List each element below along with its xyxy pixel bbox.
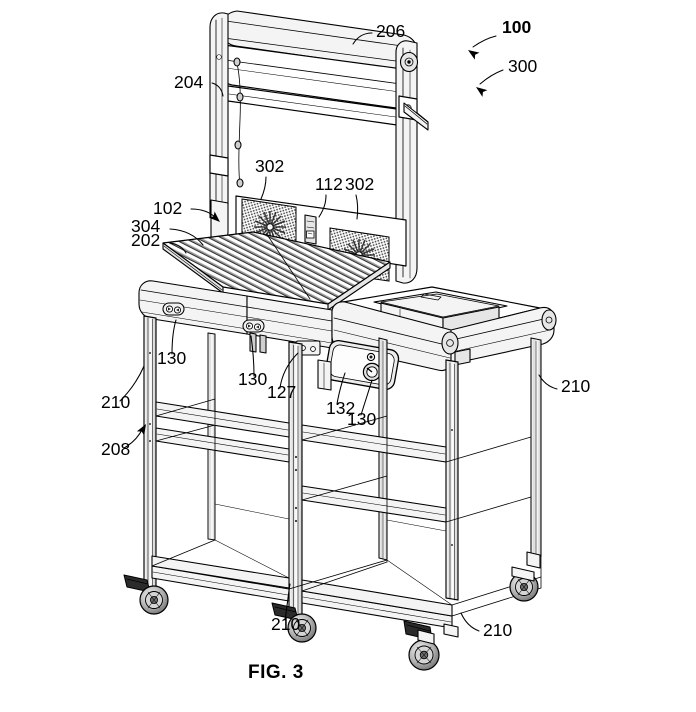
rail-corner-knuckle <box>541 309 557 331</box>
leader-line <box>352 32 373 45</box>
shelf-rail-upper-right <box>301 424 447 463</box>
callout-210: 210 <box>101 365 145 412</box>
caster-center-front <box>271 602 317 643</box>
rail-corner-knuckle <box>441 331 459 355</box>
grill-body <box>138 280 341 354</box>
callout-100: 100 <box>468 17 531 60</box>
reference-numeral: 204 <box>174 72 203 92</box>
reference-numeral: 132 <box>326 398 355 418</box>
callout-204: 204 <box>174 72 224 97</box>
leader-line <box>472 35 497 48</box>
fan-blades-left <box>254 211 286 243</box>
reference-numeral: 127 <box>267 382 296 402</box>
callout-304: 304 <box>131 216 204 246</box>
leader-line <box>260 176 267 200</box>
leader-line <box>171 319 177 355</box>
reference-numeral: 302 <box>255 156 284 176</box>
leader-line <box>538 374 558 390</box>
leader-line <box>336 372 346 405</box>
callout-130: 130 <box>347 379 376 429</box>
figure-caption: FIG. 3 <box>248 662 304 683</box>
leader-line <box>355 194 359 220</box>
callout-206: 206 <box>352 21 405 45</box>
frame-upright-right-front <box>445 359 459 601</box>
leader-line <box>279 352 299 389</box>
reference-numeral: 130 <box>347 409 376 429</box>
leader-line <box>119 365 145 402</box>
leader-line <box>169 228 204 246</box>
reference-numeral: 130 <box>238 369 267 389</box>
reference-numeral: 302 <box>345 174 374 194</box>
callout-127: 127 <box>267 352 299 402</box>
reference-numeral: 210 <box>483 620 512 640</box>
latch-fitting <box>162 302 185 316</box>
leader-line <box>460 612 480 632</box>
reference-numeral: 210 <box>101 392 130 412</box>
callout-302: 302 <box>345 174 374 220</box>
leader-arrowhead <box>468 50 480 60</box>
wire-clip <box>233 57 244 188</box>
callout-102: 102 <box>153 198 220 222</box>
leader-arrowhead <box>136 424 146 436</box>
reference-numeral: 130 <box>157 348 186 368</box>
caster-right-front <box>403 620 459 671</box>
leader-line <box>250 335 255 377</box>
hood-wire-harness <box>235 58 241 187</box>
control-panel-bracket <box>317 359 332 391</box>
leader-arrowhead <box>476 87 488 97</box>
side-table-assembly <box>331 286 557 372</box>
reference-numeral: 102 <box>153 198 182 218</box>
caster-left-front <box>123 574 169 615</box>
callout-130: 130 <box>238 335 267 389</box>
caster-assembly <box>123 551 541 671</box>
leader-line <box>479 69 504 85</box>
leader-line <box>318 194 327 218</box>
leader-arrowhead <box>209 211 220 222</box>
reference-numeral: 206 <box>376 21 405 41</box>
callout-132: 132 <box>326 372 355 418</box>
reference-numeral: 210 <box>561 376 590 396</box>
reference-numeral: 304 <box>131 216 160 236</box>
reference-numeral: 202 <box>131 230 160 250</box>
frame-upright-left-front <box>143 315 157 593</box>
hood-assembly <box>209 10 429 284</box>
shelf-rail-lower-left <box>155 427 290 463</box>
sensor-module <box>304 214 317 245</box>
cooking-grate-assembly <box>162 231 391 311</box>
callout-130: 130 <box>157 319 186 368</box>
callout-210: 210 <box>271 583 300 634</box>
cart-frame <box>143 315 542 629</box>
callout-302: 302 <box>255 156 284 200</box>
hood-left-arm <box>209 12 229 219</box>
reference-numeral: 100 <box>502 17 531 37</box>
callout-300: 300 <box>476 56 537 97</box>
reference-numeral: 208 <box>101 439 130 459</box>
leader-line <box>169 242 187 254</box>
callout-210: 210 <box>538 374 590 396</box>
callout-112: 112 <box>315 174 343 218</box>
reference-numeral: 210 <box>271 614 300 634</box>
leader-line <box>360 379 373 416</box>
caster-right-rear <box>509 551 541 602</box>
callout-202: 202 <box>131 230 187 254</box>
leader-line <box>284 583 291 621</box>
reference-numeral: 300 <box>508 56 537 76</box>
reference-numeral: 112 <box>315 174 343 194</box>
callout-210: 210 <box>460 612 512 640</box>
leader-line <box>211 82 224 97</box>
control-knob[interactable] <box>362 362 382 382</box>
side-table-right-rail <box>450 306 555 365</box>
latch-fitting <box>242 319 265 333</box>
callout-208: 208 <box>101 424 146 459</box>
